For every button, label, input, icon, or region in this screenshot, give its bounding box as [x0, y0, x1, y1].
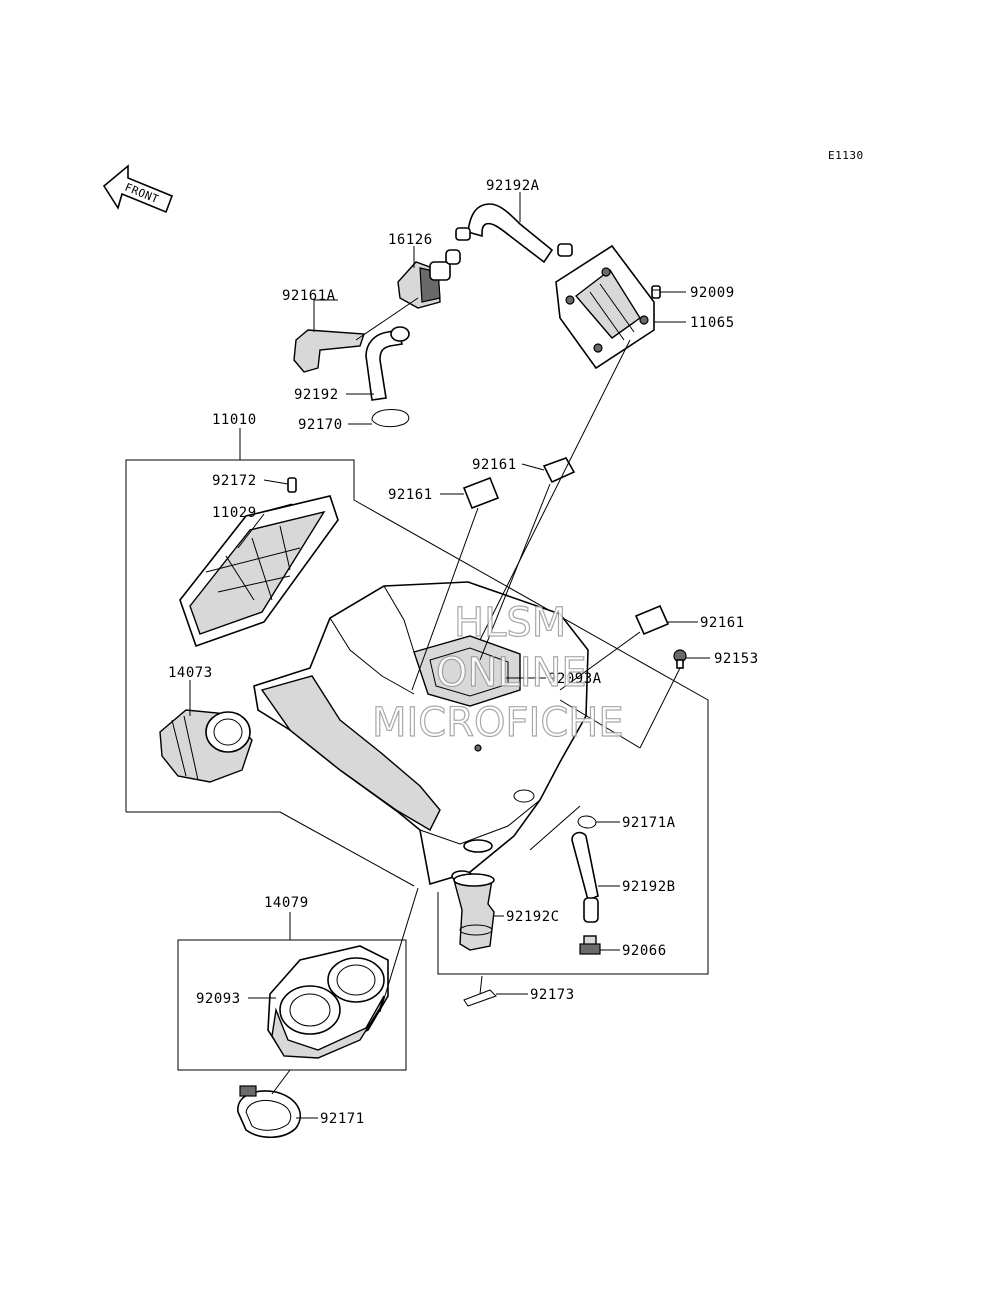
- hose-92192: [365, 329, 404, 401]
- watermark-line1: HLSM: [454, 600, 566, 646]
- watermark: HLSM ONLINE MICROFICHE: [371, 599, 624, 746]
- label-16126: 16126: [388, 232, 433, 248]
- label-92192C: 92192C: [506, 909, 560, 925]
- clip-92173-icon: [463, 989, 497, 1007]
- label-14079: 14079: [264, 895, 309, 911]
- pad-92161A: [293, 329, 365, 373]
- label-92192A: 92192A: [486, 178, 540, 194]
- clip-92171A-icon: [577, 815, 597, 829]
- label-92171A: 92171A: [622, 815, 676, 831]
- label-14073: 14073: [168, 665, 213, 681]
- label-92093A: 92093A: [548, 671, 602, 687]
- screw-92172-icon: [287, 477, 297, 493]
- label-11065: 11065: [690, 315, 735, 331]
- duct-14073: [159, 709, 253, 783]
- leader-lines: [189, 192, 710, 1119]
- label-92066: 92066: [622, 943, 667, 959]
- hose-92192-end: [390, 326, 410, 342]
- hose-92192A: [467, 203, 554, 264]
- hose-92192B-end: [583, 897, 599, 923]
- assembly-11010-bracket: [125, 459, 709, 975]
- label-92161-right: 92161: [700, 615, 745, 631]
- pad-92161-left: [462, 476, 500, 510]
- plug-92066-icon: [579, 935, 601, 955]
- label-92153: 92153: [714, 651, 759, 667]
- watermark-line3: MICROFICHE: [372, 700, 624, 746]
- label-11010: 11010: [212, 412, 257, 428]
- front-arrow-icon: FRONT: [102, 164, 174, 214]
- pad-92161-top: [542, 457, 576, 484]
- drain-92192C: [453, 873, 495, 951]
- hose-end-right: [557, 243, 573, 257]
- label-92172: 92172: [212, 473, 257, 489]
- part-labels: 92192A 16126 92161A 92009 11065 92192 92…: [168, 178, 759, 1127]
- label-92170: 92170: [298, 417, 343, 433]
- air-box-housing: [253, 581, 589, 886]
- label-92161-left: 92161: [388, 487, 433, 503]
- label-92192: 92192: [294, 387, 339, 403]
- valve-16126: [397, 249, 461, 309]
- hose-end-top: [455, 227, 471, 241]
- pad-92161-right: [634, 604, 670, 636]
- label-92009: 92009: [690, 285, 735, 301]
- label-11029: 11029: [212, 505, 257, 521]
- bolt-92153-icon: [673, 649, 687, 669]
- label-92173: 92173: [530, 987, 575, 1003]
- label-92093: 92093: [196, 991, 241, 1007]
- label-92171: 92171: [320, 1111, 365, 1127]
- diagram-code: E1130: [828, 149, 864, 162]
- label-92161A: 92161A: [282, 288, 336, 304]
- cover-11065: [555, 244, 655, 370]
- watermark-line2: ONLINE: [436, 650, 587, 696]
- assembly-14079-bracket: [177, 939, 407, 1071]
- label-92192B: 92192B: [622, 879, 676, 895]
- air-filter-11029: [179, 495, 339, 648]
- clamp-92170-icon: [371, 409, 410, 428]
- screw-92009-icon: [651, 285, 661, 299]
- clamp-92171-icon: [237, 1085, 301, 1139]
- hose-92192B: [571, 831, 599, 902]
- label-92161-top: 92161: [472, 457, 517, 473]
- holder-14079: [267, 945, 389, 1059]
